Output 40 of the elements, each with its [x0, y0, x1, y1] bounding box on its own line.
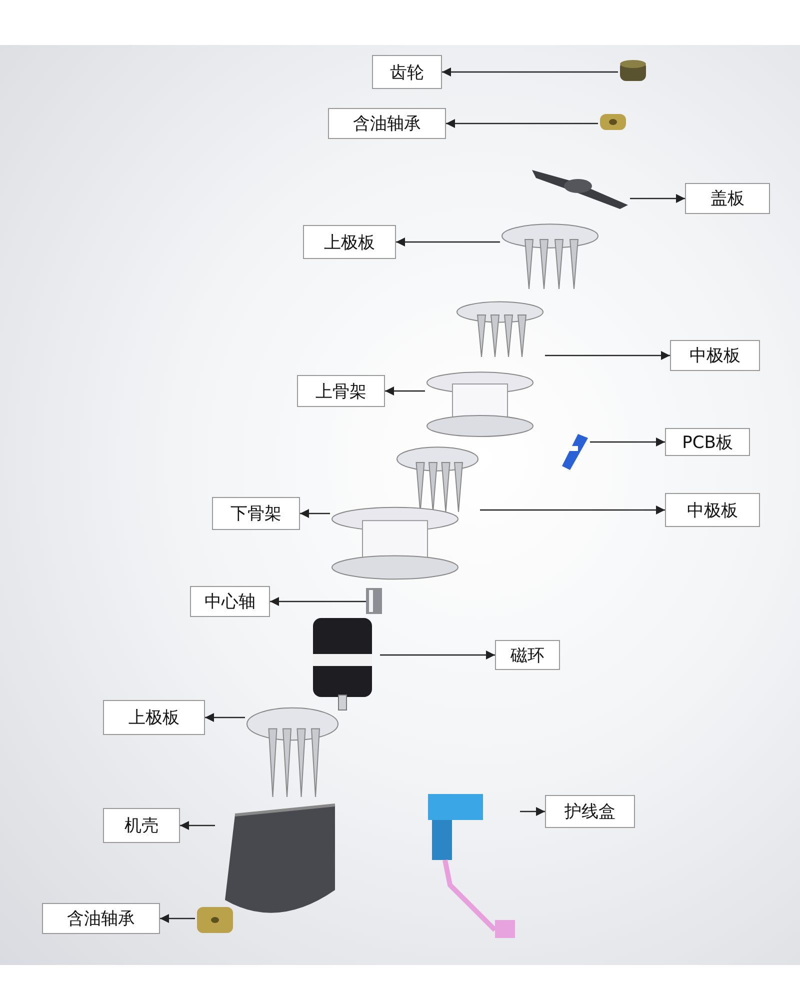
label-box: 上骨架: [297, 375, 385, 407]
leader-line: [630, 194, 685, 203]
pole-plate-drawing: [245, 705, 340, 800]
gear-drawing: [618, 58, 648, 84]
label-box: 含油轴承: [42, 903, 160, 934]
label-box: 齿轮: [372, 55, 442, 89]
label-box: 中极板: [670, 340, 760, 371]
label-box: 护线盒: [545, 795, 635, 828]
leader-line: [442, 68, 618, 76]
leader-line: [396, 238, 500, 246]
label-box: 机壳: [103, 808, 180, 843]
leader-line: [180, 821, 215, 830]
shaft-drawing: [366, 588, 382, 614]
label-box: 下骨架: [212, 497, 300, 530]
label-box: 磁环: [495, 640, 560, 670]
bearing-drawing: [195, 905, 235, 935]
pole-plate-drawing: [395, 445, 480, 515]
label-box: 上极板: [103, 700, 205, 735]
leader-line: [446, 119, 598, 128]
leader-line: [300, 509, 330, 518]
label-box: 中极板: [665, 493, 760, 527]
leader-line: [545, 351, 670, 360]
bearing-drawing: [598, 112, 628, 132]
leader-line: [385, 386, 425, 396]
label-box: 上极板: [303, 225, 396, 259]
label-box: 中心轴: [190, 586, 270, 617]
leader-line: [205, 713, 245, 722]
label-box: 含油轴承: [328, 108, 446, 139]
leader-line: [380, 650, 495, 660]
circuit-board-drawing: [560, 432, 590, 472]
bobbin-drawing: [425, 370, 535, 440]
leader-line: [270, 597, 366, 606]
leader-line: [480, 506, 665, 514]
label-box: PCB板: [665, 428, 750, 456]
leader-line: [520, 807, 545, 816]
pole-plate-drawing: [455, 300, 545, 360]
leader-line: [590, 438, 665, 446]
pole-plate-drawing: [500, 222, 600, 292]
leader-line: [160, 914, 195, 923]
label-box: 盖板: [685, 183, 770, 214]
